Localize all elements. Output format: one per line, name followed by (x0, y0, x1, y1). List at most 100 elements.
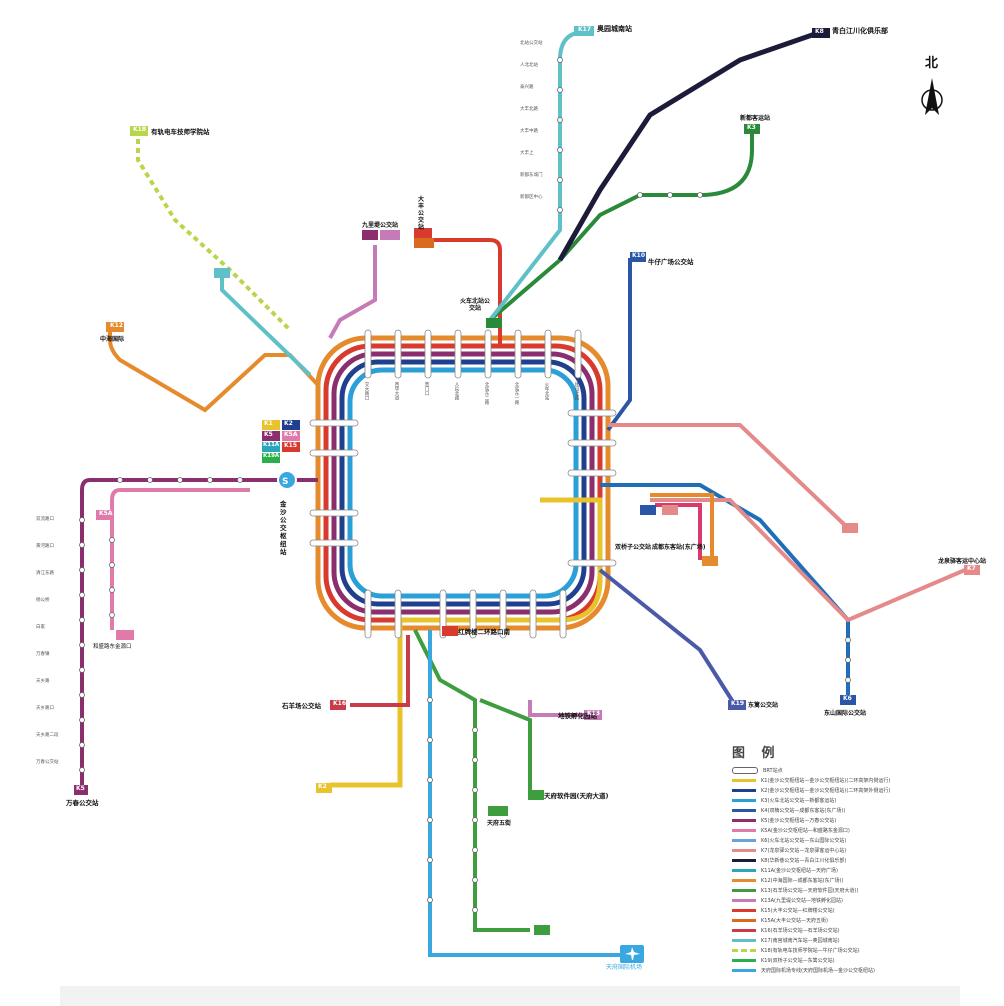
legend-label: K7(龙泉驿公交站—龙泉驿客运中心站) (761, 847, 846, 854)
legend-label: K1(金沙公交枢纽站—金沙公交枢纽站)(二环高架内侧运行) (761, 777, 890, 784)
stop-label: 火车北站 (543, 382, 549, 400)
k16-term-label: 石羊场公交站 (282, 700, 321, 710)
legend-item: K4(双楠公交站—成都东客站(东广场)) (732, 805, 968, 815)
line-k6 (608, 258, 630, 430)
legend-item: K16(石羊场公交站—石羊场公交站) (732, 925, 968, 935)
legend-items: BRT站点 K1(金沙公交枢纽站—金沙公交枢纽站)(二环高架内侧运行)K2(金沙公… (728, 765, 968, 975)
legend-item: K17(南宫城南汽车站—奥园城南站) (732, 935, 968, 945)
k10-term-code: K10 (632, 252, 645, 259)
svg-text:S: S (282, 477, 288, 487)
legend-item: BRT站点 (732, 765, 968, 775)
stop-label: 新都东城门 (520, 172, 543, 178)
legend-item: K12(中海国际—成都东客站(东广场)) (732, 875, 968, 885)
legend-item: K13A(九里堤公交站—地铁孵化园站) (732, 895, 968, 905)
stop-label: 清江东路 (36, 570, 54, 576)
line-k1 (330, 500, 600, 785)
line-k12 (110, 328, 318, 410)
legend-swatch (732, 779, 756, 782)
legend-item: K8(华新巷公交站—青白江川化俱乐部) (732, 855, 968, 865)
k6-west-label: 双桥子公交站 (615, 542, 651, 551)
legend-label: K15(大丰公交站—红牌楼公交站) (761, 907, 835, 914)
k19-term-label: 东篱公交站 (748, 700, 778, 709)
stop-label: 北站公交站 (520, 40, 543, 46)
stop-label: 人北北站 (520, 62, 538, 68)
k15-term-label: 大丰公交站 (418, 196, 428, 231)
k13a-term-label: 九里堤公交站 (362, 220, 398, 229)
legend-item: K6(火车北站公交站—东山国际公交站) (732, 835, 968, 845)
k12-term-code: K12 (110, 322, 123, 329)
stop-label: 白家 (36, 624, 45, 630)
line-k5a (112, 490, 250, 630)
legend-label: K11A(金沙公交枢纽站—天府广场) (761, 867, 838, 874)
legend-item: K2(金沙公交枢纽站—金沙公交枢纽站)(二环高架外侧运行) (732, 785, 968, 795)
legend-label: K5A(金沙公交枢纽站—和盛路东金源口) (761, 827, 850, 834)
line-k7-east (650, 500, 965, 620)
line-k15a (480, 700, 530, 800)
hongpailou-label: 红牌楼二环路口南 (458, 626, 510, 636)
legend-swatch (732, 809, 756, 812)
legend-swatch (732, 799, 756, 802)
north-label: 北 (925, 52, 938, 71)
legend-swatch (732, 919, 756, 922)
k8-term-code: K8 (815, 28, 824, 35)
hub-badge-2: K5 (264, 431, 273, 438)
legend-item: K11A(金沙公交枢纽站—天府广场) (732, 865, 968, 875)
jinsha-label: 金沙公交枢纽站 (280, 500, 290, 556)
line-k19 (600, 570, 735, 705)
k13-term-code: K13 (587, 710, 600, 717)
k13-south-label: 天府软件园(天府大道) (544, 790, 608, 800)
legend-swatch (732, 899, 756, 902)
legend-swatch (732, 949, 756, 952)
legend-label: K6(火车北站公交站—东山国际公交站) (761, 837, 846, 844)
hub-badge-4: K11A (263, 442, 279, 448)
ring-stops (310, 330, 616, 638)
stop-label: 北站东一路 (513, 382, 519, 405)
k18-term-label: 有轨电车技师学院站 (151, 126, 210, 136)
legend-label: K13(石羊场公交站—天府软件园(天府大道)) (761, 887, 858, 894)
legend-swatch (732, 909, 756, 912)
k3-north-label: 火车北站公交站 (458, 298, 492, 312)
legend-swatch (732, 969, 756, 972)
legend-label: K3(火车北站公交站—新都客运站) (761, 797, 836, 804)
k15a-term-label: 天府五街 (487, 818, 511, 827)
legend-swatch (732, 829, 756, 832)
north-arrow-icon (922, 78, 942, 115)
legend-label: K12(中海国际—成都东客站(东广场)) (761, 877, 843, 884)
stop-label: 泰兴路 (520, 84, 534, 90)
legend-item: K15A(大丰公交站—天府五街) (732, 915, 968, 925)
legend-label: 天府国际机场专线(天府国际机场—金沙公交枢纽站) (761, 967, 875, 974)
k18-term-code: K18 (133, 126, 146, 133)
stop-label: 杨公桥 (36, 597, 50, 603)
legend-title: 图 例 (732, 742, 968, 761)
stop-label: 大丰北路 (520, 106, 538, 112)
k5a-term-code: K5A (99, 510, 112, 517)
legend-swatch (732, 939, 756, 942)
stop-label: 天乡路口 (36, 705, 54, 711)
legend: 图 例 BRT站点 K1(金沙公交枢纽站—金沙公交枢纽站)(二环高架内侧运行)K2… (728, 742, 968, 974)
stop-label: 西华大道 (393, 382, 399, 400)
stop-label: 万春镇 (36, 651, 50, 657)
k10-term-label: 牛仔广场公交站 (648, 256, 694, 266)
hub-badge-5: K15 (284, 442, 297, 449)
stop-label: 天乡路 (36, 678, 50, 684)
line-k13a (330, 245, 375, 338)
k6-term-label: 东山国际公交站 (820, 708, 870, 717)
stop-label: 双流路口 (36, 516, 54, 522)
stop-label: 人民北路 (453, 382, 459, 400)
legend-item: K13(石羊场公交站—天府软件园(天府大道)) (732, 885, 968, 895)
line-k17 (222, 275, 310, 375)
legend-swatch (732, 789, 756, 792)
stop-label: 天乡路二段 (36, 732, 59, 738)
k2-term-code: K2 (318, 783, 327, 790)
k4-term-label: 成都东客站(东广场) (652, 542, 706, 551)
legend-item: K3(火车北站公交站—新都客运站) (732, 795, 968, 805)
legend-swatch (732, 889, 756, 892)
stop-label: 营门口 (423, 382, 429, 396)
k3-term-label: 新都客运站 (740, 113, 770, 122)
k5-term-label: 万春公交站 (66, 797, 99, 807)
k3-term-code: K3 (747, 124, 756, 131)
legend-label: K8(华新巷公交站—青白江川化俱乐部) (761, 857, 846, 864)
legend-swatch (732, 879, 756, 882)
k16-term-code: K16 (333, 700, 346, 707)
legend-swatch (732, 929, 756, 932)
